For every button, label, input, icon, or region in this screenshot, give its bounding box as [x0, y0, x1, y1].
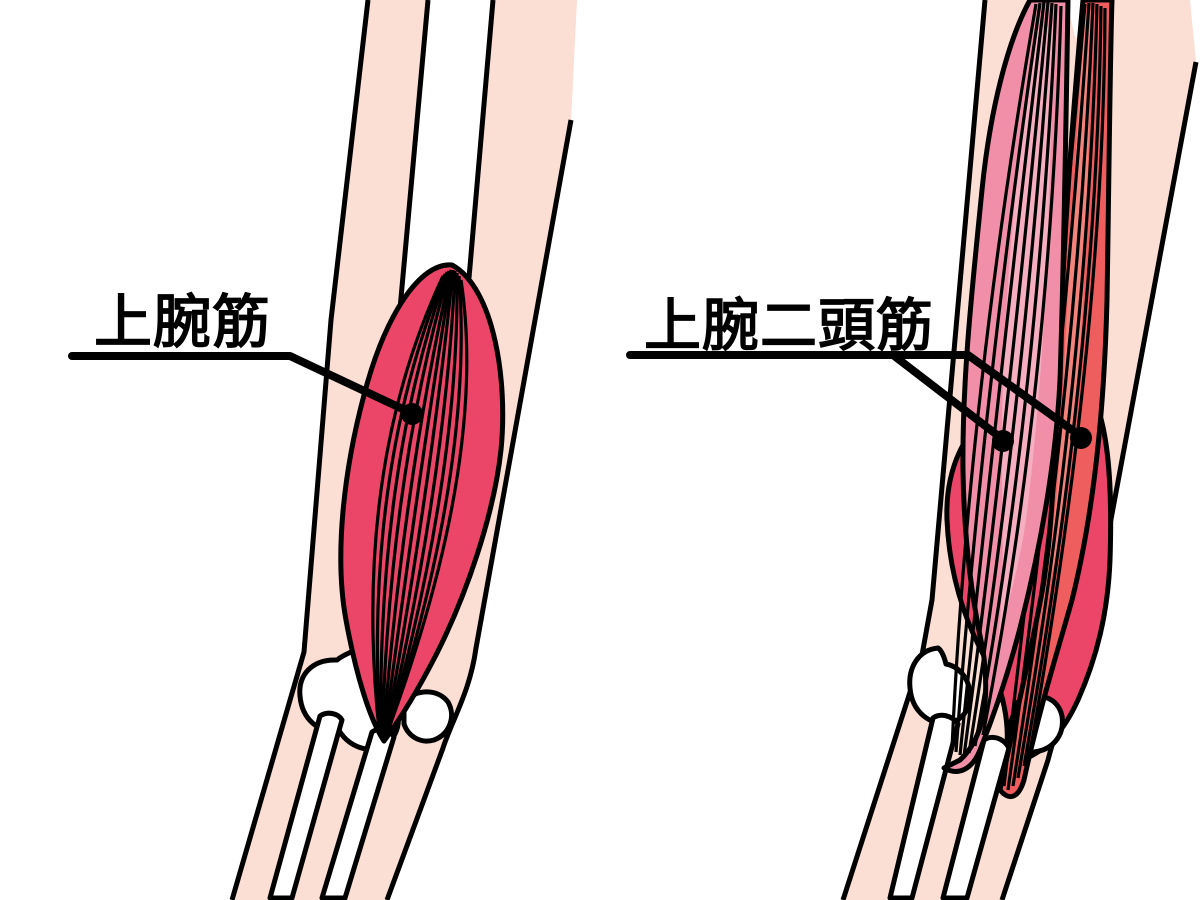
left-arm-outer-edge	[229, 0, 371, 900]
elbow-bone-lateral	[401, 689, 454, 744]
brachialis-callout-line	[68, 352, 413, 416]
ulna-bone	[267, 710, 345, 900]
left-arm-figure: 上腕筋	[68, 0, 577, 900]
biceps-callout-line-long	[626, 351, 1083, 439]
humerus-right-edge	[466, 0, 496, 279]
brachialis-striations	[371, 269, 469, 739]
biceps-callout: 上腕二頭筋	[626, 294, 1092, 452]
biceps-label: 上腕二頭筋	[644, 294, 934, 358]
biceps-short-head-highlight	[998, 24, 1056, 640]
radius-bone-right	[940, 734, 1012, 900]
right-arm-figure: 上腕二頭筋	[626, 0, 1199, 900]
right-arm-outer-left-edge	[840, 0, 988, 900]
biceps-callout-line-short	[889, 351, 1005, 442]
ulna-bone-right	[887, 712, 961, 900]
biceps-callout-dot-short-head	[992, 430, 1014, 452]
brachialis-callout: 上腕筋	[68, 290, 423, 425]
left-arm-inner-edge	[384, 119, 574, 900]
biceps-callout-dot-long-head	[1070, 427, 1092, 449]
brachialis-label: 上腕筋	[94, 290, 271, 355]
biceps-long-head-highlight	[1040, 12, 1092, 625]
brachialis-callout-dot	[401, 403, 423, 425]
